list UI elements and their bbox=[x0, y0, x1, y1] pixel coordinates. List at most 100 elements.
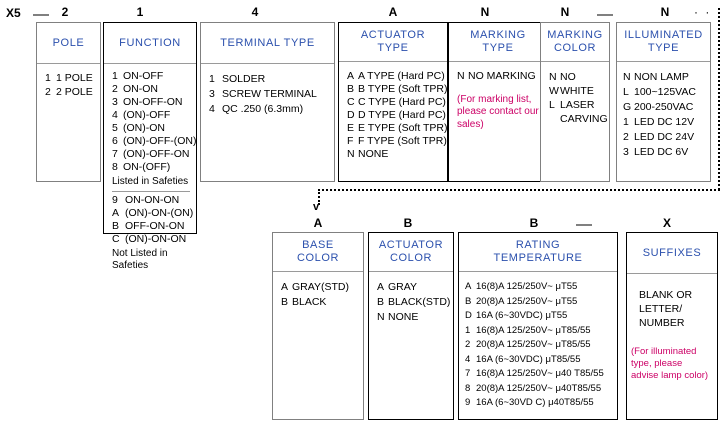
suffixes-line-1: BLANK OR bbox=[639, 289, 693, 301]
flow-connector-vertical-right bbox=[718, 8, 720, 190]
header-code-marking-color: N bbox=[560, 5, 570, 19]
item-label: ON-OFF bbox=[123, 70, 164, 82]
function-group1-note: Listed in Safeties bbox=[112, 176, 189, 187]
item-code: 2 bbox=[45, 85, 51, 98]
item-label: WHITE bbox=[560, 85, 594, 97]
item-code: 1 bbox=[465, 324, 471, 336]
item-label: B TYPE (Soft TPR) bbox=[358, 83, 448, 95]
item-label: QC .250 (6.3mm) bbox=[222, 103, 304, 115]
item-code: A bbox=[112, 207, 120, 219]
header-bottom-code-actuator-color: B bbox=[403, 216, 413, 230]
item-label: ON-OFF-ON bbox=[123, 96, 183, 108]
item-label: A TYPE (Hard PC) bbox=[358, 70, 445, 82]
box-rating-temperature-title: RATING TEMPERATURE bbox=[459, 233, 617, 272]
item-label: 1 POLE bbox=[56, 72, 93, 84]
item-code: 6 bbox=[112, 135, 118, 147]
list-item: C(ON)-ON-ON bbox=[112, 233, 190, 246]
item-code: D bbox=[465, 310, 472, 321]
item-code: 4 bbox=[112, 109, 118, 121]
item-label: LED DC 12V bbox=[634, 116, 695, 128]
list-item: 7 (ON)-OFF-ON bbox=[112, 148, 190, 161]
item-code: 1 bbox=[209, 73, 215, 85]
title-line-2: COLOR bbox=[553, 42, 597, 54]
item-label: NONE bbox=[358, 148, 389, 160]
box-suffixes-body: BLANK OR LETTER/ NUMBER (For illuminated… bbox=[627, 274, 717, 388]
flow-arrow-down: v bbox=[313, 201, 320, 213]
box-function-title: FUNCTION bbox=[104, 23, 196, 64]
item-label: (ON)-OFF-ON bbox=[123, 148, 190, 160]
header-dash-1 bbox=[33, 14, 49, 16]
item-label: E TYPE (Soft TPR) bbox=[358, 122, 448, 134]
item-label: LED DC 6V bbox=[634, 146, 689, 158]
flow-connector-vertical-left bbox=[318, 189, 320, 205]
item-label: SOLDER bbox=[222, 73, 266, 85]
header-code-function: 1 bbox=[136, 5, 144, 19]
item-label: ON-(OFF) bbox=[123, 161, 171, 173]
box-illuminated-type-title: ILLUMINATED TYPE bbox=[617, 23, 710, 62]
suffixes-line-3: NUMBER bbox=[639, 317, 685, 329]
title-line-2: COLOR bbox=[296, 252, 340, 264]
list-item: D 16A (6~30VDC) μT55 bbox=[465, 309, 611, 324]
item-code: W bbox=[549, 85, 559, 97]
item-code: 9 bbox=[465, 397, 471, 408]
suffixes-line-2: LETTER/ bbox=[639, 303, 683, 315]
title-line-2: TYPE bbox=[482, 42, 514, 54]
header-prefix: X5 bbox=[6, 6, 21, 20]
title-line-1: ACTUATOR bbox=[360, 29, 426, 41]
item-label: (ON)-OFF bbox=[123, 109, 171, 121]
suffixes-note: (For illuminated type, please advise lam… bbox=[631, 346, 709, 381]
header-code-marking-type: N bbox=[480, 5, 490, 19]
item-label: ON-ON-ON bbox=[125, 194, 180, 206]
box-terminal-type-title: TERMINAL TYPE bbox=[201, 23, 334, 64]
item-code: 7 bbox=[112, 148, 118, 160]
item-code: B bbox=[347, 83, 355, 95]
item-label: NONE bbox=[388, 311, 419, 323]
marking-type-note: (For marking list, please contact our sa… bbox=[457, 93, 539, 130]
item-label: 20(8)A 125/250V~ μT55 bbox=[476, 295, 578, 307]
item-code: 1 bbox=[112, 70, 118, 82]
list-item: 1 SOLDER bbox=[209, 72, 328, 87]
item-label: (ON)-ON-ON bbox=[125, 233, 187, 245]
item-label: NON LAMP bbox=[634, 71, 689, 83]
title-line-1: ACTUATOR bbox=[378, 239, 444, 251]
item-label: 16A (6~30VDC) μT55 bbox=[476, 310, 568, 321]
title-line-1: MARKING bbox=[547, 29, 603, 41]
item-label: CARVING bbox=[560, 113, 608, 125]
item-label: 2 POLE bbox=[56, 85, 93, 98]
header-dash-2 bbox=[597, 14, 613, 16]
list-item: A(ON)-ON-(ON) bbox=[112, 207, 193, 220]
item-code: N bbox=[549, 71, 557, 83]
